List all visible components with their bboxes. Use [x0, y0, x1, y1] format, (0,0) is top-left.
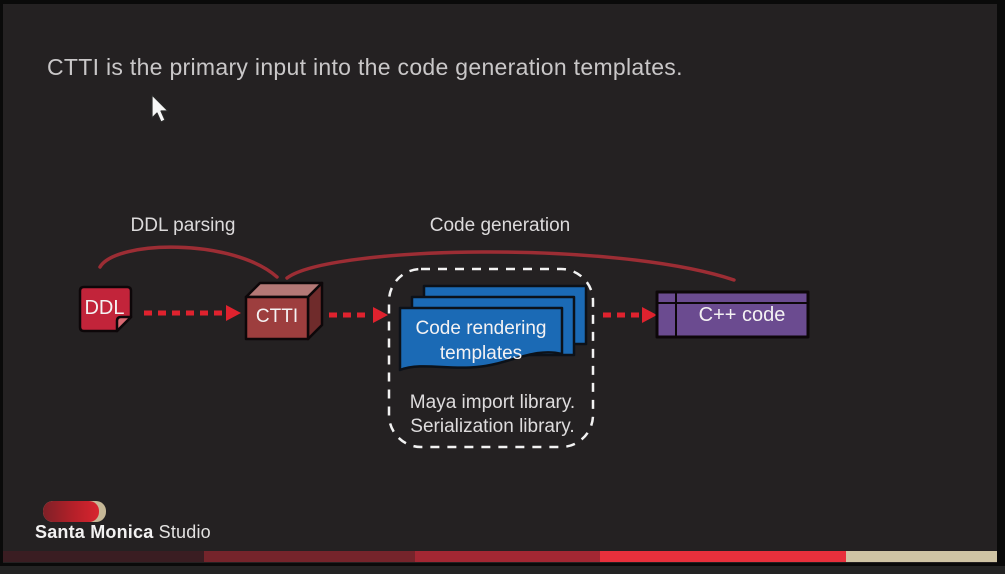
- frame-bottom-strip: [0, 566, 1005, 574]
- studio-logo-text: Santa Monica Studio: [35, 522, 211, 543]
- templates-label-line2: templates: [439, 343, 523, 364]
- cpp-node-label: C++ code: [698, 304, 786, 326]
- progress-segment: [203, 551, 415, 562]
- container-note-line2: Serialization library.: [410, 416, 575, 437]
- progress-segment: [3, 551, 204, 562]
- studio-logo-text-bold: Santa Monica: [35, 522, 154, 542]
- ddl-parsing-label: DDL parsing: [130, 215, 236, 236]
- slide-title: CTTI is the primary input into the code …: [47, 54, 683, 80]
- deck-progress-bar: [3, 551, 997, 562]
- ctti-node-label: CTTI: [255, 306, 299, 327]
- slide-background: [3, 4, 997, 563]
- progress-segment: [600, 551, 846, 562]
- templates-node-label: Code rendering templates: [400, 316, 562, 366]
- progress-segment: [845, 551, 997, 562]
- studio-logo-text-regular: Studio: [158, 522, 211, 542]
- container-note-line1: Maya import library.: [409, 392, 576, 413]
- progress-segment: [414, 551, 601, 562]
- ddl-node-label: DDL: [84, 297, 125, 319]
- code-generation-label: Code generation: [429, 215, 571, 236]
- templates-label-line1: Code rendering: [415, 318, 547, 339]
